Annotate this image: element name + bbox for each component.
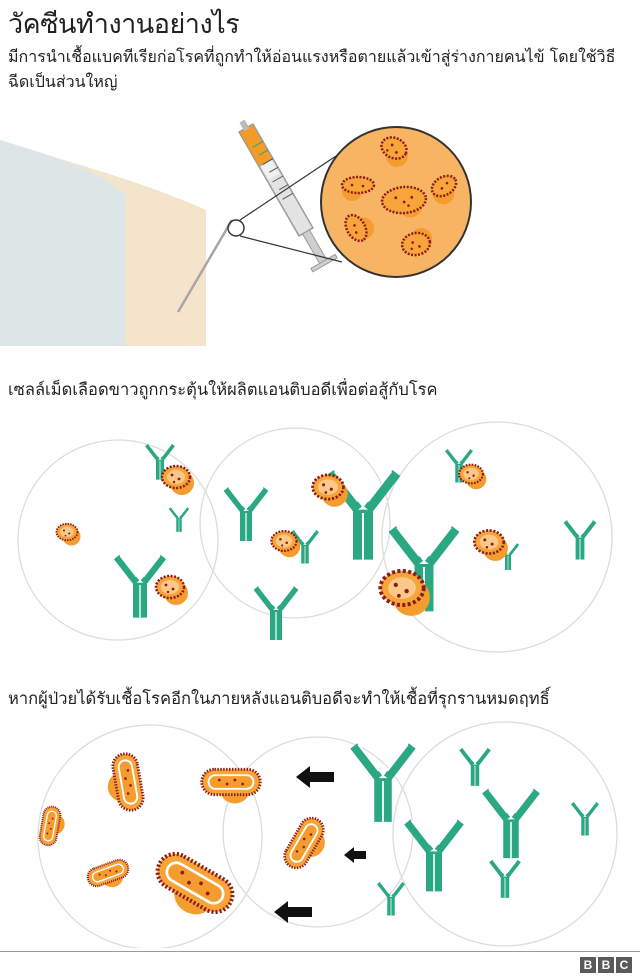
magnified-bacteria <box>340 136 458 257</box>
bbc-logo-letter: C <box>616 957 632 973</box>
injection-illustration <box>0 119 472 346</box>
bbc-logo: B B C <box>580 957 632 973</box>
bacteria-icon <box>37 750 337 929</box>
white-blood-cell-icon <box>17 421 613 653</box>
section-label-neutralize: หากผู้ป่วยได้รับเชื้อโรคอีกในภายหลังแอนต… <box>8 689 550 708</box>
antibody-icon <box>354 745 600 918</box>
page-subtitle: มีการนำเชื้อแบคทีเรียก่อโรคที่ถูกทำให้อ่… <box>8 47 616 91</box>
arrow-left-icon <box>274 766 366 923</box>
antibody-production-illustration <box>17 421 613 653</box>
patient-arm <box>0 140 206 346</box>
neutralization-illustration <box>37 721 618 948</box>
section-label-antibodies: เซลล์เม็ดเลือดขาวถูกกระตุ้นให้ผลิตแอนติบ… <box>8 380 438 399</box>
magnifier-circle-icon <box>239 126 472 278</box>
bbc-logo-letter: B <box>598 957 614 973</box>
page-title: วัคซีนทำงานอย่างไร <box>8 9 240 40</box>
bbc-logo-letter: B <box>580 957 596 973</box>
footer-divider <box>0 951 640 952</box>
